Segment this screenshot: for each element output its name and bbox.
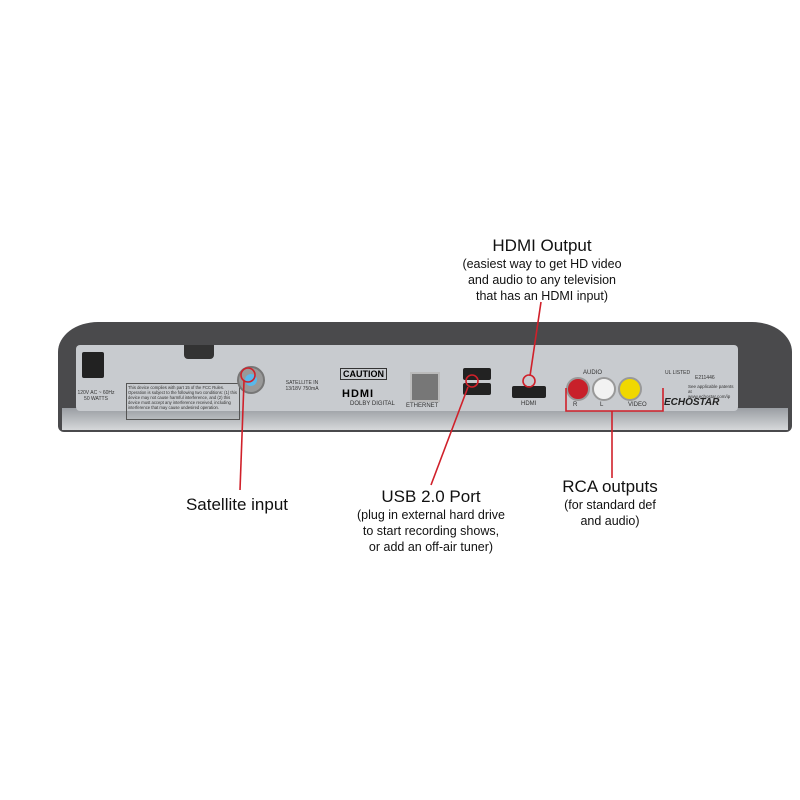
rca-annotation-line: and audio) bbox=[580, 514, 640, 528]
hdmi-annotation: HDMI Output (easiest way to get HD video… bbox=[432, 236, 652, 304]
echostar-logo: ECHOSTAR bbox=[664, 397, 720, 408]
l-label: L bbox=[600, 402, 604, 408]
rca-yellow-jack bbox=[618, 377, 642, 401]
hdmi-port-label: HDMI bbox=[521, 401, 537, 407]
satellite-label: SATELLITE IN 13/18V 750mA bbox=[285, 380, 319, 392]
rca-annotation-line: (for standard def bbox=[564, 498, 656, 512]
video-label: VIDEO bbox=[628, 402, 647, 408]
r-label: R bbox=[573, 402, 578, 408]
hdmi-annotation-line: and audio to any television bbox=[467, 273, 617, 287]
usb-annotation-title: USB 2.0 Port bbox=[381, 487, 481, 506]
usb-annotation-line: to start recording shows, bbox=[362, 524, 500, 538]
satellite-annotation-title: Satellite input bbox=[185, 495, 289, 514]
power-socket bbox=[82, 352, 104, 378]
rca-bracket bbox=[565, 388, 664, 412]
hdmi-pointer-line bbox=[529, 301, 542, 377]
ul-code: E211446 bbox=[695, 375, 715, 381]
audio-label: AUDIO bbox=[583, 370, 603, 376]
satellite-pointer-circle bbox=[240, 367, 256, 383]
rca-annotation: RCA outputs (for standard def and audio) bbox=[540, 477, 680, 529]
power-label: 120V AC ~ 60Hz 50 WATTS bbox=[77, 390, 115, 402]
usb-port-top bbox=[463, 368, 491, 380]
hdmi-pointer-circle bbox=[522, 374, 536, 388]
dolby-logo: DOLBY DIGITAL bbox=[350, 401, 395, 407]
usb-pointer-line bbox=[430, 386, 469, 486]
fcc-notice: This device complies with part 15 of the… bbox=[126, 383, 240, 420]
hdmi-annotation-line: (easiest way to get HD video bbox=[462, 257, 622, 271]
usb-pointer-circle bbox=[465, 374, 479, 388]
caution-label: CAUTION bbox=[340, 368, 387, 380]
usb-annotation-line: (plug in external hard drive bbox=[357, 508, 505, 522]
ethernet-label: ETHERNET bbox=[406, 403, 439, 409]
hdmi-logo: HDMI bbox=[342, 388, 375, 400]
rca-red-jack bbox=[566, 377, 590, 401]
patents-text: See applicable patents at www.echostar.c… bbox=[688, 384, 734, 399]
rca-white-jack bbox=[592, 377, 616, 401]
ul-logo: UL LISTED bbox=[665, 370, 691, 376]
rca-annotation-title: RCA outputs bbox=[562, 477, 658, 496]
ethernet-port bbox=[410, 372, 440, 402]
hdmi-annotation-title: HDMI Output bbox=[492, 236, 592, 255]
hdmi-port bbox=[512, 386, 546, 398]
hdmi-annotation-line: that has an HDMI input) bbox=[475, 289, 608, 303]
usb-annotation: USB 2.0 Port (plug in external hard driv… bbox=[321, 487, 541, 555]
clip bbox=[184, 345, 214, 359]
satellite-pointer-line bbox=[239, 380, 245, 491]
usb-annotation-line: or add an off-air tuner) bbox=[368, 540, 494, 554]
